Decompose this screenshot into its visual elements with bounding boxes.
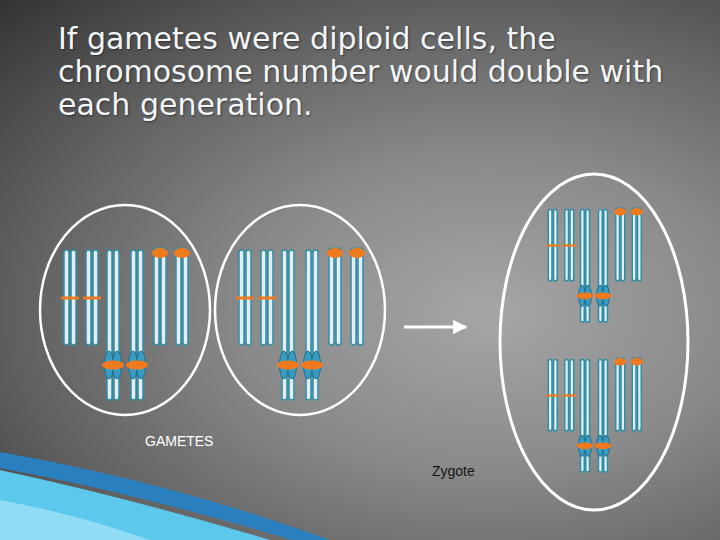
blue-swoosh <box>0 500 150 540</box>
centromere <box>349 248 365 258</box>
gamete-cell <box>40 205 210 415</box>
chromosome <box>631 358 643 431</box>
centromere <box>61 297 79 300</box>
chromosome <box>577 360 594 473</box>
centromere <box>631 208 643 216</box>
chromosome <box>126 250 148 400</box>
chromatid <box>621 358 625 431</box>
centromere <box>102 361 124 370</box>
chromatid <box>616 208 620 281</box>
centromere <box>236 297 254 300</box>
chromatid <box>161 248 166 345</box>
chromosome <box>546 360 560 431</box>
chromatid <box>632 358 636 431</box>
zygote-cell-node: Zygote <box>470 173 692 513</box>
centromere <box>258 297 276 300</box>
chromosome <box>631 208 643 281</box>
chromatid <box>616 358 620 431</box>
centromere <box>546 394 560 396</box>
centromere <box>546 244 560 246</box>
chromosome-set <box>61 248 190 400</box>
centromere <box>174 248 190 258</box>
chromosome <box>595 210 612 323</box>
centromere <box>577 442 594 449</box>
chromosome <box>577 210 594 323</box>
centromere <box>563 394 577 396</box>
centromere <box>301 361 323 370</box>
centromere <box>614 358 626 366</box>
centromere <box>595 442 612 449</box>
chromosome <box>236 250 254 345</box>
centromere <box>631 358 643 366</box>
chromatid <box>351 248 356 345</box>
chromatid <box>176 248 181 345</box>
chromosome <box>277 250 299 400</box>
chromosome <box>102 250 124 400</box>
blue-swoosh <box>0 452 330 540</box>
chromatid <box>183 248 188 345</box>
chromosomes <box>61 208 643 472</box>
chromosome-set <box>546 208 643 322</box>
centromere <box>577 292 594 299</box>
blue-swoosh <box>0 470 270 540</box>
centromere <box>277 361 299 370</box>
chromosome <box>258 250 276 345</box>
chromosome <box>301 250 323 400</box>
cell-label: GAMETES <box>145 433 213 450</box>
chromatid <box>632 208 636 281</box>
chromosome <box>614 208 626 281</box>
chromosome-set <box>546 358 643 472</box>
chromosome <box>546 210 560 281</box>
chromosome <box>174 248 190 345</box>
chromosome <box>327 248 343 345</box>
gametes-group: GAMETES <box>38 203 390 455</box>
centromere <box>83 297 101 300</box>
chromosome <box>595 360 612 473</box>
chromatid <box>638 358 642 431</box>
arrow <box>404 326 466 329</box>
centromere <box>614 208 626 216</box>
chromosome <box>563 210 577 281</box>
chromosome <box>614 358 626 431</box>
cell-label: Zygote <box>432 463 475 480</box>
chromosome <box>349 248 365 345</box>
chromosome-set <box>236 248 365 400</box>
centromere <box>152 248 168 258</box>
chromatid <box>358 248 363 345</box>
zygote-cell <box>500 174 688 510</box>
chromosome <box>152 248 168 345</box>
chromatid <box>621 208 625 281</box>
centromere <box>595 292 612 299</box>
chromosome <box>83 250 101 345</box>
chromosome <box>61 250 79 345</box>
chromatid <box>336 248 341 345</box>
slide-title: If gametes were diploid cells, the chrom… <box>58 22 678 121</box>
gamete-cell <box>215 205 385 415</box>
centromere <box>563 244 577 246</box>
centromere <box>327 248 343 258</box>
chromosome <box>563 360 577 431</box>
centromere <box>126 361 148 370</box>
chromatid <box>638 208 642 281</box>
chromatid <box>329 248 334 345</box>
chromatid <box>154 248 159 345</box>
